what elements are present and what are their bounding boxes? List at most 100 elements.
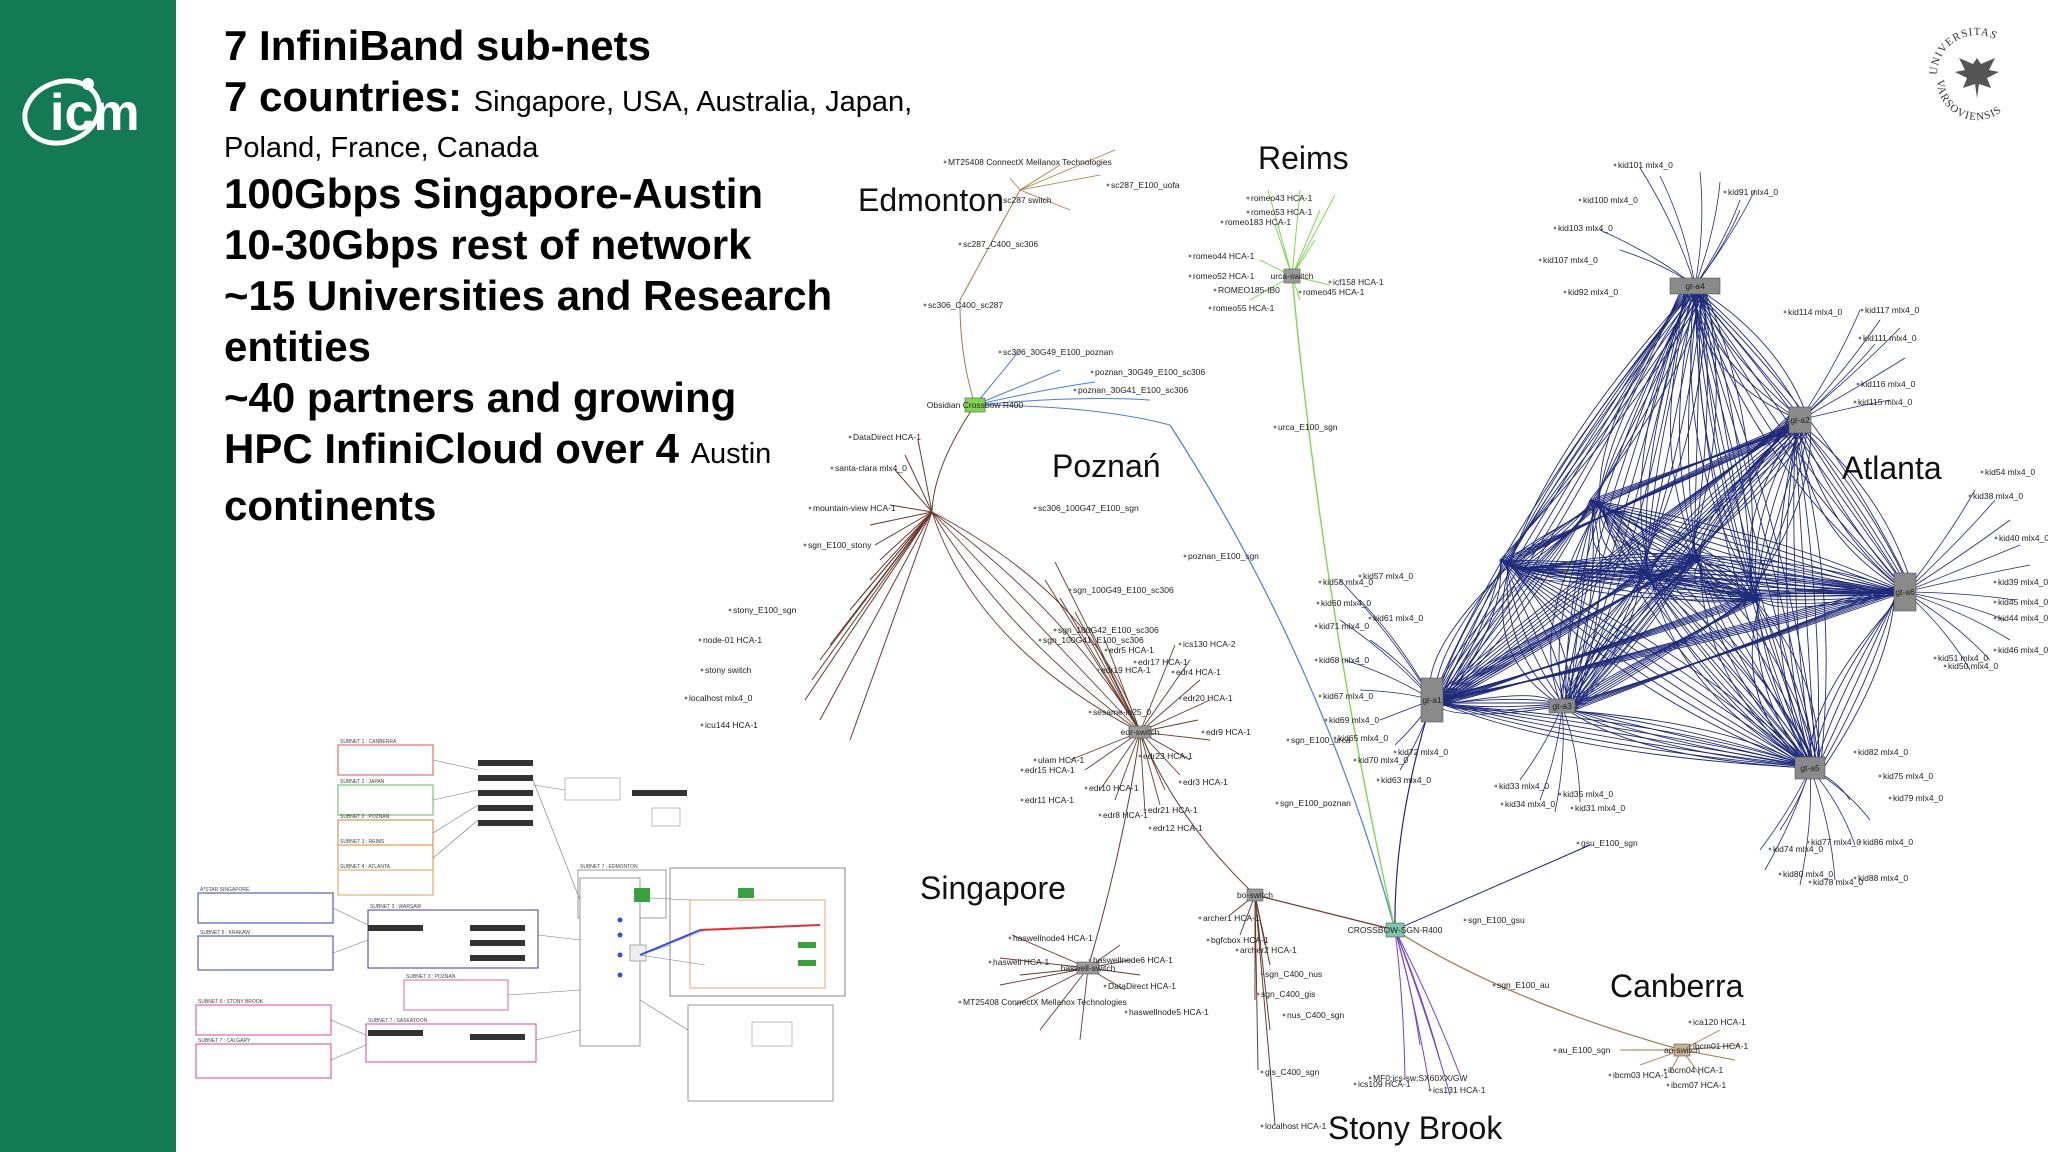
host-label: sgn_E100_stony bbox=[808, 540, 872, 550]
overview-block bbox=[651, 807, 681, 827]
switch-node bbox=[1548, 698, 1576, 714]
host-label: mountain-view HCA-1 bbox=[813, 503, 896, 513]
atlanta-link bbox=[1689, 290, 1717, 556]
host-node bbox=[1143, 808, 1147, 812]
host-label: kid51 mlx4_0 bbox=[1938, 653, 1988, 663]
host-node bbox=[1103, 984, 1107, 988]
switch-node bbox=[1794, 756, 1826, 780]
haswell-link bbox=[999, 957, 1089, 969]
university-seal: UNIVERSITAS VARSOVIENSIS bbox=[1925, 20, 2030, 135]
host-label: sc306_30G49_E100_poznan bbox=[1003, 347, 1113, 357]
atlanta-link bbox=[1507, 286, 1698, 565]
host-node bbox=[1201, 730, 1205, 734]
overview-link bbox=[532, 784, 566, 791]
switch-node bbox=[1788, 406, 1812, 434]
host-node bbox=[1256, 992, 1260, 996]
host-node bbox=[1778, 872, 1782, 876]
sg-edmonton-link bbox=[931, 404, 976, 513]
overview-label: SUBNET 2 : JAPAN bbox=[340, 779, 385, 785]
atlanta-link bbox=[1698, 287, 1757, 599]
host-node bbox=[1188, 254, 1192, 258]
host-node bbox=[1858, 336, 1862, 340]
host-node bbox=[998, 198, 1002, 202]
icm-logo-graphic: icm bbox=[22, 78, 140, 146]
host-node bbox=[1994, 536, 1998, 540]
host-label: gsu_E100_sgn bbox=[1581, 838, 1638, 848]
host-node bbox=[1980, 470, 1984, 474]
atlanta-link bbox=[1693, 288, 1702, 558]
overview-port bbox=[617, 932, 623, 938]
host-label: localhost mlx4_0 bbox=[689, 693, 753, 703]
host-node bbox=[803, 543, 807, 547]
host-label: archer1 HCA-1 bbox=[1203, 913, 1260, 923]
host-node bbox=[1178, 696, 1182, 700]
host-node bbox=[830, 466, 834, 470]
line-8: HPC InfiniCloud over 4 Austin bbox=[224, 425, 772, 472]
host-node bbox=[1666, 1083, 1670, 1087]
host-node bbox=[1096, 668, 1100, 672]
host-label: edr20 HCA-1 bbox=[1183, 693, 1233, 703]
host-label: kid80 mlx4_0 bbox=[1783, 869, 1833, 879]
overview-label: SUBNET 7 : SASKATOON bbox=[368, 1018, 428, 1024]
host-node bbox=[1858, 840, 1862, 844]
atlanta-link bbox=[1499, 290, 1706, 561]
overview-label: SUBNET 6 : STONY BROOK bbox=[198, 999, 264, 1005]
atlanta-link bbox=[1755, 593, 1910, 601]
atlanta-link bbox=[1509, 564, 1811, 769]
line-7: ~40 partners and growing bbox=[224, 374, 737, 421]
atlanta-link bbox=[1505, 562, 1567, 709]
line-1: 7 InfiniBand sub-nets bbox=[224, 22, 652, 69]
atlanta-link bbox=[1751, 595, 1819, 773]
overview-label: SUBNET 1 : CANBERRA bbox=[340, 739, 397, 745]
overview-device bbox=[478, 760, 533, 766]
edr-link bbox=[1089, 627, 1141, 733]
fan-link bbox=[1799, 357, 1906, 421]
fan-link bbox=[1904, 591, 2016, 601]
host-label: kid92 mlx4_0 bbox=[1568, 287, 1618, 297]
atlanta-link bbox=[1811, 590, 1904, 770]
poznan-link bbox=[974, 404, 1171, 426]
overview-subnet bbox=[337, 819, 434, 849]
host-label: ibcm04 HCA-1 bbox=[1668, 1065, 1724, 1075]
switch-label: Obsidian Crossbow R400 bbox=[927, 400, 1024, 410]
atlanta-link bbox=[1687, 287, 1700, 559]
host-label: sesame-io25_0 bbox=[1093, 707, 1151, 717]
atlanta-link bbox=[1691, 555, 1914, 597]
overview-device bbox=[478, 775, 533, 781]
fan-link bbox=[1809, 767, 1836, 881]
host-node bbox=[1260, 972, 1264, 976]
fan-link bbox=[1694, 171, 1703, 287]
host-node bbox=[1282, 1013, 1286, 1017]
host-node bbox=[1206, 938, 1210, 942]
host-node bbox=[943, 160, 947, 164]
atlanta-link bbox=[1433, 700, 1809, 768]
fan-link bbox=[1539, 705, 1563, 801]
poznan-link bbox=[974, 397, 1151, 406]
line-3: 100Gbps Singapore-Austin bbox=[224, 170, 764, 217]
host-label: kid91 mlx4_0 bbox=[1728, 187, 1778, 197]
atlanta-link bbox=[1815, 588, 1900, 772]
atlanta-link bbox=[1597, 503, 1813, 770]
atlanta-link bbox=[1565, 502, 1597, 709]
overview-block bbox=[751, 1021, 793, 1047]
switch-node bbox=[1283, 268, 1301, 284]
host-label: DataDirect HCA-1 bbox=[1108, 981, 1176, 991]
atlanta-link bbox=[1609, 509, 1691, 556]
haswell-link bbox=[1079, 967, 1089, 1041]
host-node bbox=[1273, 425, 1277, 429]
sg-link bbox=[869, 511, 933, 581]
host-node bbox=[1856, 382, 1860, 386]
host-node bbox=[1993, 648, 1997, 652]
sg-edr-link bbox=[931, 511, 1141, 733]
atlanta-sgn-link bbox=[1394, 699, 1433, 931]
atlanta-link bbox=[1753, 422, 1807, 598]
host-label: kid74 mlx4_0 bbox=[1773, 844, 1823, 854]
host-node bbox=[1106, 183, 1110, 187]
edr-link bbox=[1099, 731, 1141, 791]
atlanta-link bbox=[1795, 417, 1910, 595]
host-label: romeo53 HCA-1 bbox=[1251, 207, 1313, 217]
host-node bbox=[1853, 750, 1857, 754]
switch-label: gt-a1 bbox=[1422, 695, 1442, 705]
host-node bbox=[1553, 1048, 1557, 1052]
fan-link bbox=[1599, 229, 1696, 287]
